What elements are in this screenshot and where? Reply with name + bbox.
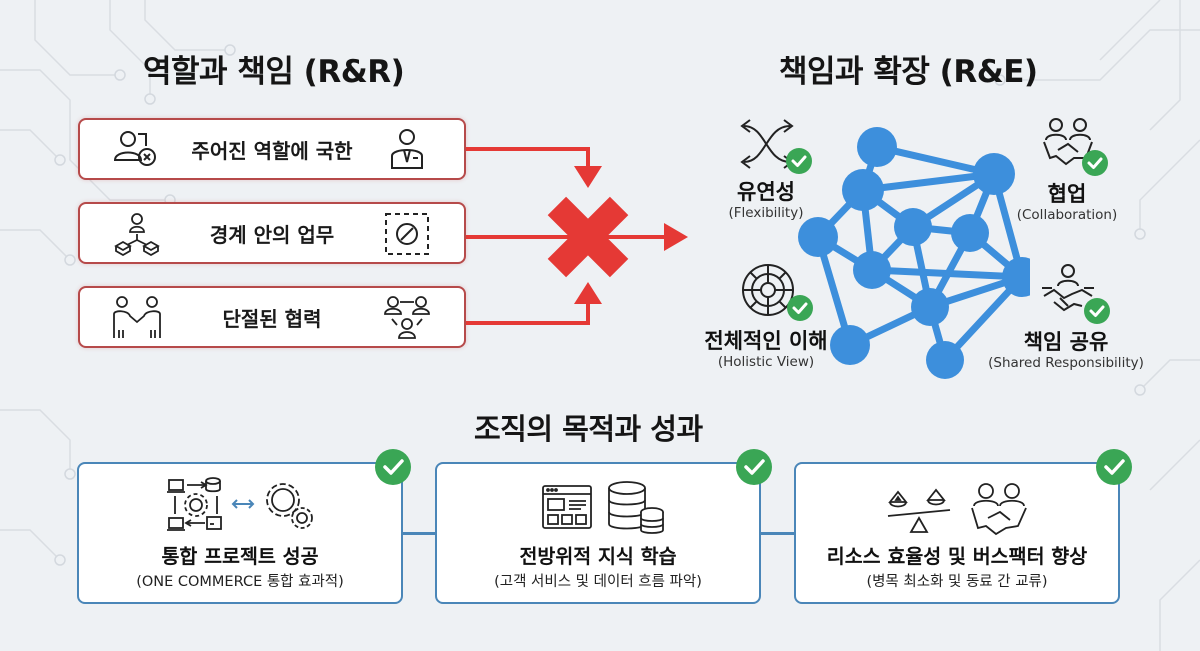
team-network-icon	[384, 296, 430, 339]
goal-sub: (ONE COMMERCE 통합 효과적)	[136, 574, 344, 590]
check-icon	[1082, 150, 1108, 176]
feature-ko: 책임 공유	[1023, 330, 1109, 354]
feature-collaboration: 협업 (Collaboration)	[1004, 182, 1130, 224]
database-icon	[608, 481, 664, 534]
goal-resource-efficiency: 리소스 효율성 및 버스팩터 향상 (병목 최소화 및 동료 간 교류)	[794, 462, 1120, 604]
feature-en: (Shared Responsibility)	[988, 355, 1144, 371]
arrow-down-icon	[574, 166, 602, 188]
network-graph-icon	[798, 127, 1030, 379]
feature-ko: 유연성	[737, 180, 795, 204]
integration-flow-icon	[167, 477, 222, 531]
handshake-people-icon	[1043, 118, 1093, 166]
org-boxes-icon	[114, 213, 160, 257]
dashboard-window-icon	[542, 485, 592, 529]
goal-sub: (병목 최소화 및 동료 간 교류)	[866, 574, 1048, 590]
two-people-handshake-icon	[113, 296, 161, 338]
goal-integration-project: 통합 프로젝트 성공 (ONE COMMERCE 통합 효과적)	[77, 462, 403, 604]
re-title: 책임과 확장 (R&E)	[779, 54, 1038, 90]
feature-ko: 전체적인 이해	[704, 329, 828, 353]
goal-main: 전방위적 지식 학습	[519, 545, 677, 568]
check-icon	[787, 295, 813, 321]
goal-main: 리소스 효율성 및 버스팩터 향상	[826, 545, 1088, 568]
check-icon	[786, 148, 812, 174]
businessman-icon	[391, 129, 423, 169]
person-x-icon	[113, 131, 156, 166]
gears-icon	[266, 483, 313, 529]
red-x-icon	[547, 196, 629, 278]
check-icon	[1096, 449, 1132, 485]
feature-en: (Flexibility)	[728, 205, 804, 221]
radial-target-icon	[742, 264, 794, 316]
feature-ko: 협업	[1047, 182, 1087, 206]
rr-item-disconnected-collab: 단절된 협력	[78, 286, 466, 348]
rr-item-label: 단절된 협력	[222, 306, 322, 331]
check-icon	[375, 449, 411, 485]
check-icon	[1084, 298, 1110, 324]
blocked-boundary-icon	[385, 213, 429, 255]
arrow-right-icon	[664, 223, 688, 251]
goal-connector	[760, 532, 794, 535]
goal-knowledge-learning: 전방위적 지식 학습 (고객 서비스 및 데이터 흐름 파악)	[435, 462, 761, 604]
balance-scale-icon	[887, 488, 951, 533]
feature-en: (Holistic View)	[717, 354, 815, 370]
arrow-up-icon	[574, 282, 602, 304]
feature-flexibility: 유연성 (Flexibility)	[712, 180, 820, 222]
check-icon	[736, 449, 772, 485]
feature-holistic-view: 전체적인 이해 (Holistic View)	[696, 329, 836, 371]
goals-title: 조직의 목적과 성과	[474, 412, 703, 446]
rr-item-label: 주어진 역할에 국한	[191, 138, 353, 163]
rr-title: 역할과 책임 (R&R)	[143, 54, 405, 90]
feature-shared-responsibility: 책임 공유 (Shared Responsibility)	[970, 330, 1162, 372]
shared-handshake-icon	[1042, 264, 1094, 312]
goal-connector	[402, 532, 436, 535]
rr-item-label: 경계 안의 업무	[209, 222, 335, 247]
rr-item-bounded-work: 경계 안의 업무	[78, 202, 466, 264]
blocked-flow-arrows	[466, 147, 688, 325]
goal-main: 통합 프로젝트 성공	[161, 545, 319, 568]
feature-en: (Collaboration)	[1016, 207, 1118, 223]
bidirectional-arrow-icon	[231, 499, 255, 509]
rr-item-limited-role: 주어진 역할에 국한	[78, 118, 466, 180]
goal-sub: (고객 서비스 및 데이터 흐름 파악)	[494, 574, 702, 590]
handshake-people-icon	[971, 483, 1027, 536]
